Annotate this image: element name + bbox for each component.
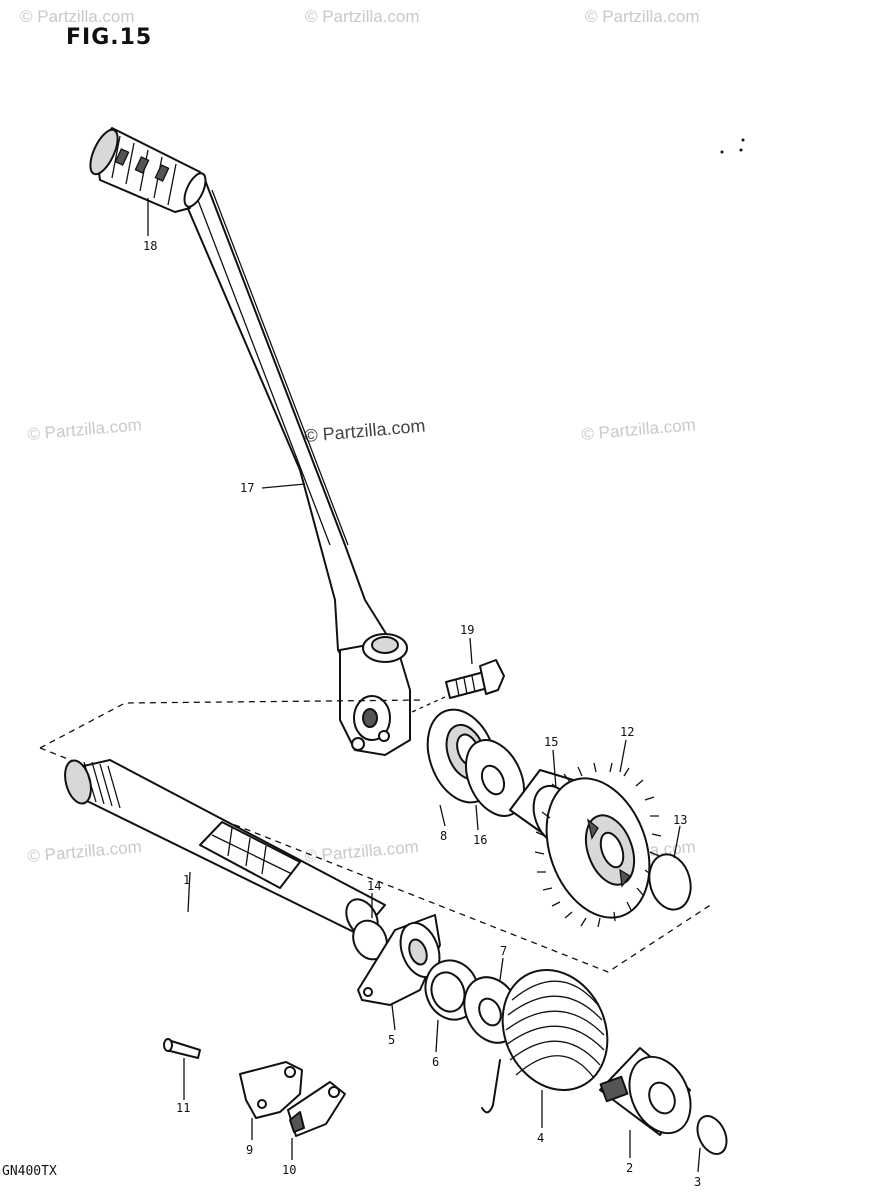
watermark: © Partzilla.com	[304, 415, 427, 445]
spring-guide	[357, 914, 441, 1006]
callout-14: 14	[367, 879, 381, 893]
gear-circlip	[648, 853, 692, 911]
spring-stopper	[599, 1047, 692, 1136]
callout-16: 16	[473, 833, 487, 847]
pinch-bolt	[411, 659, 505, 713]
watermark: © Partzilla.com	[305, 7, 420, 26]
stray-marks	[720, 138, 745, 154]
watermark: © Partzilla.com	[27, 837, 143, 866]
callout-18: 18	[143, 239, 157, 253]
callout-15: 15	[544, 735, 558, 749]
callout-labels: 18 17 19 15 12 13 16 8 14 1 5 6 7 4 2 3 …	[143, 239, 701, 1189]
leader-lines	[147, 198, 701, 1173]
kick-grip	[89, 127, 207, 213]
callout-6: 6	[432, 1055, 439, 1069]
callout-11: 11	[176, 1101, 190, 1115]
figure-title: FIG.15	[66, 25, 152, 50]
callout-19: 19	[460, 623, 474, 637]
callout-13: 13	[673, 813, 687, 827]
watermark: © Partzilla.com	[304, 837, 420, 866]
circlip-small	[696, 1115, 728, 1155]
callout-2: 2	[626, 1161, 633, 1175]
callout-8: 8	[440, 829, 447, 843]
watermark: © Partzilla.com	[585, 7, 700, 26]
callout-9: 9	[246, 1143, 253, 1157]
bracket	[287, 1081, 346, 1137]
callout-17: 17	[240, 481, 254, 495]
watermark: © Partzilla.com	[20, 7, 135, 26]
stopper-plate	[239, 1061, 303, 1119]
return-spring	[481, 968, 609, 1114]
pin	[163, 1038, 201, 1059]
callout-3: 3	[694, 1175, 701, 1189]
callout-7: 7	[500, 944, 507, 958]
washer-sixteen	[464, 739, 526, 817]
model-code: GN400TX	[2, 1164, 57, 1179]
kick-gear	[534, 762, 662, 928]
callout-10: 10	[282, 1163, 296, 1177]
watermark: © Partzilla.com	[581, 415, 697, 444]
kick-lever	[179, 179, 411, 756]
callout-12: 12	[620, 725, 634, 739]
callout-1: 1	[183, 873, 190, 887]
callout-5: 5	[388, 1033, 395, 1047]
kick-shaft	[64, 759, 386, 938]
watermark: © Partzilla.com	[27, 415, 143, 444]
callout-4: 4	[537, 1131, 544, 1145]
